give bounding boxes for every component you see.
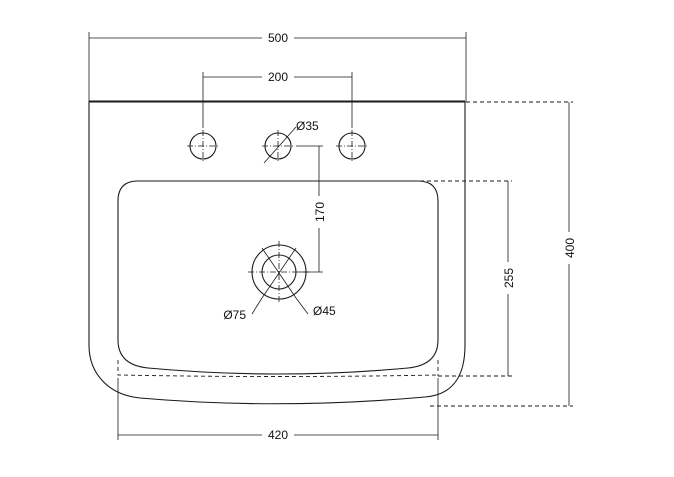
dim-overall-width: 500 <box>88 31 467 102</box>
dim-tap-spacing: 200 <box>202 70 353 128</box>
dim-waste-outer-diameter-label: Ø75 <box>223 308 246 322</box>
basin-outer-outline <box>88 101 466 405</box>
tap-hole-center <box>262 130 294 162</box>
dim-waste-inner-diameter: Ø45 <box>261 247 336 318</box>
dim-tap-hole-diameter-label: Ø35 <box>296 119 319 133</box>
dim-bowl-depth-label: 255 <box>502 268 516 288</box>
dim-overall-depth-label: 400 <box>563 238 577 258</box>
dim-waste-outer-diameter: Ø75 <box>223 247 297 322</box>
dim-bowl-depth: 255 <box>420 180 516 377</box>
dim-bowl-width: 420 <box>117 378 439 442</box>
tap-hole-left <box>187 130 219 162</box>
dim-waste-inner-diameter-label: Ø45 <box>313 304 336 318</box>
bowl-hidden-outline <box>117 360 439 377</box>
dim-overall-depth: 400 <box>430 101 577 407</box>
tap-hole-right <box>336 130 368 162</box>
dim-overall-width-label: 500 <box>268 31 288 45</box>
dim-tap-hole-diameter: Ø35 <box>263 119 319 164</box>
bowl-outline <box>117 180 439 375</box>
dim-tap-to-waste: 170 <box>296 145 327 273</box>
dim-tap-spacing-label: 200 <box>268 70 288 84</box>
dim-tap-to-waste-label: 170 <box>313 202 327 222</box>
dim-bowl-width-label: 420 <box>268 428 288 442</box>
